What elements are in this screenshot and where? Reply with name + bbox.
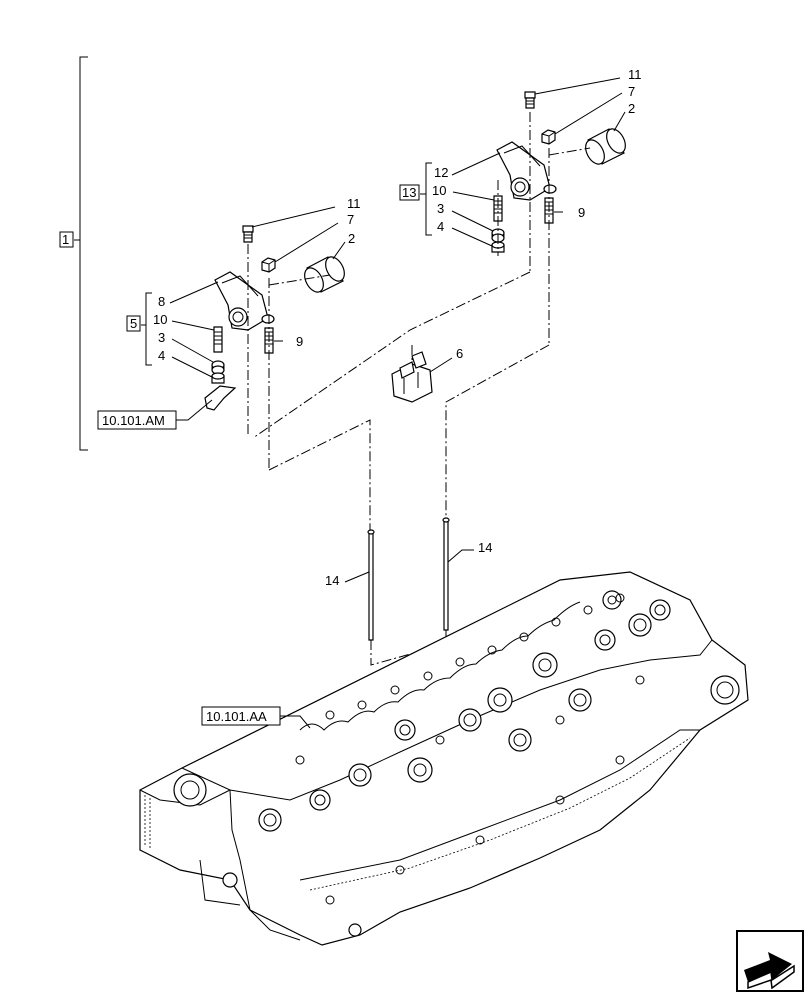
- valve-bridge-left: [204, 385, 237, 411]
- callout-7-right: 7: [628, 84, 635, 99]
- callout-9-right: 9: [578, 205, 585, 220]
- callout-10-left: 10: [153, 312, 167, 327]
- callout-4-right: 4: [437, 219, 444, 234]
- callout-2-left: 2: [348, 231, 355, 246]
- next-page-arrow-icon[interactable]: [736, 930, 804, 992]
- callout-2-right: 2: [628, 101, 635, 116]
- callout-14-left: 14: [325, 573, 339, 588]
- sleeve-2-right: [585, 128, 626, 165]
- push-rod-14-right: 14: [442, 517, 492, 631]
- callout-11-right: 11: [628, 67, 642, 82]
- cylinder-head: [139, 571, 749, 946]
- callout-14-right: 14: [478, 540, 492, 555]
- callout-7-left: 7: [347, 212, 354, 227]
- right-rocker-assembly: 11 7 2 12 10: [399, 67, 642, 345]
- svg-text:10.101.AM: 10.101.AM: [102, 413, 165, 428]
- nut-7-left: [261, 257, 276, 273]
- nut-7-right: [541, 129, 556, 145]
- button-4-left: [211, 372, 225, 384]
- bolt-11-right: [524, 91, 536, 109]
- reference-10-101-am: 10.101.AM: [97, 399, 213, 430]
- reference-10-101-aa: 10.101.AA: [201, 706, 311, 729]
- push-rod-14-left: 14: [325, 529, 375, 641]
- adjust-screw-10-left: [213, 326, 223, 353]
- button-4-right: [491, 241, 505, 253]
- callout-3-right: 3: [437, 201, 444, 216]
- callout-5: 5: [130, 316, 137, 331]
- callout-3-left: 3: [158, 330, 165, 345]
- rocker-arm-12-right: [496, 141, 557, 201]
- svg-text:10.101.AA: 10.101.AA: [206, 709, 267, 724]
- left-rocker-assembly: 11 7 2 8 10: [97, 196, 361, 470]
- callout-12: 12: [434, 165, 448, 180]
- callout-10-right: 10: [432, 183, 446, 198]
- callout-13: 13: [402, 185, 416, 200]
- rocker-arm-8-left: [214, 271, 275, 331]
- callout-6: 6: [456, 346, 463, 361]
- assembly-center-lines: [252, 271, 550, 736]
- bolt-11-left: [242, 225, 254, 243]
- callout-4-left: 4: [158, 348, 165, 363]
- callout-11-left: 11: [347, 196, 361, 211]
- group-bracket-1: 1: [59, 56, 88, 451]
- sleeve-2-left: [304, 256, 345, 293]
- bracket-6: 6: [391, 346, 463, 403]
- callout-8: 8: [158, 294, 165, 309]
- head-bolt-holes: [295, 593, 645, 905]
- callout-9-left: 9: [296, 334, 303, 349]
- nut-3-left: [211, 360, 225, 375]
- callout-1: 1: [62, 232, 69, 247]
